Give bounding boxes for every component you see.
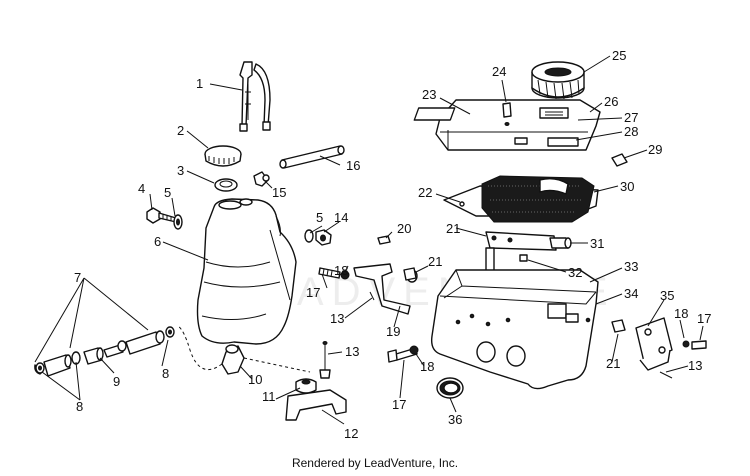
callout-5b: 5 bbox=[316, 210, 323, 225]
callout-28: 28 bbox=[624, 124, 638, 139]
callout-12: 12 bbox=[344, 426, 358, 441]
bolt-bracket bbox=[318, 267, 350, 280]
grommet-mid bbox=[403, 267, 417, 281]
bolt-left bbox=[146, 207, 177, 224]
callout-18a: 18 bbox=[334, 263, 348, 278]
callout-25: 25 bbox=[612, 48, 626, 63]
callout-35: 35 bbox=[660, 288, 674, 303]
callout-7: 7 bbox=[74, 270, 81, 285]
callout-36: 36 bbox=[448, 412, 462, 427]
fuel-hose bbox=[279, 145, 345, 169]
airbox-seal bbox=[436, 377, 464, 399]
callout-1: 1 bbox=[196, 76, 203, 91]
callout-16: 16 bbox=[346, 158, 360, 173]
callout-8b: 8 bbox=[162, 366, 169, 381]
callout-21a: 21 bbox=[428, 254, 442, 269]
callout-20: 20 bbox=[397, 221, 411, 236]
callout-6: 6 bbox=[154, 234, 161, 249]
side-plate bbox=[635, 317, 673, 371]
callout-17a: 17 bbox=[306, 285, 320, 300]
callout-33: 33 bbox=[624, 259, 638, 274]
callout-18b: 18 bbox=[420, 359, 434, 374]
inline-filter bbox=[34, 326, 175, 377]
callout-8a: 8 bbox=[76, 399, 83, 414]
callout-18c: 18 bbox=[674, 306, 688, 321]
callout-22: 22 bbox=[418, 185, 432, 200]
mount-line-dashed bbox=[243, 357, 311, 373]
fuel-line-dashed bbox=[177, 325, 223, 371]
callout-15: 15 bbox=[272, 185, 286, 200]
screw-center bbox=[319, 341, 331, 379]
callout-30: 30 bbox=[620, 179, 634, 194]
callout-14: 14 bbox=[334, 210, 348, 225]
callout-21c: 21 bbox=[606, 356, 620, 371]
callout-10: 10 bbox=[248, 372, 262, 387]
grommet-right bbox=[611, 319, 626, 333]
callout-13a: 13 bbox=[345, 344, 359, 359]
airbox-base bbox=[430, 269, 599, 390]
outlet-fitting bbox=[221, 344, 245, 375]
callout-labels: 1 2 3 4 5 5 6 7 8 8 9 10 11 12 13 13 13 … bbox=[74, 48, 711, 441]
callout-4: 4 bbox=[138, 181, 145, 196]
render-credit: Rendered by LeadVenture, Inc. bbox=[291, 456, 459, 470]
callout-2: 2 bbox=[177, 123, 184, 138]
washer-right bbox=[304, 229, 314, 243]
callout-9: 9 bbox=[113, 374, 120, 389]
bolt-right bbox=[659, 340, 707, 379]
callout-17c: 17 bbox=[697, 311, 711, 326]
foam-filter bbox=[481, 175, 595, 223]
airbox-lid bbox=[413, 99, 601, 151]
callout-21b: 21 bbox=[446, 221, 460, 236]
callout-31: 31 bbox=[590, 236, 604, 251]
leader-lines bbox=[34, 55, 704, 425]
callout-5a: 5 bbox=[164, 185, 171, 200]
callout-17b: 17 bbox=[392, 397, 406, 412]
callout-13c: 13 bbox=[688, 358, 702, 373]
screw-13b bbox=[369, 291, 375, 301]
callout-34: 34 bbox=[624, 286, 638, 301]
nut-right bbox=[315, 229, 332, 246]
callout-11: 11 bbox=[262, 389, 276, 404]
elbow-fitting bbox=[253, 171, 270, 187]
callout-24: 24 bbox=[492, 64, 506, 79]
callout-29: 29 bbox=[648, 142, 662, 157]
fuel-tank bbox=[196, 198, 297, 345]
callout-3: 3 bbox=[177, 163, 184, 178]
callout-26: 26 bbox=[604, 94, 618, 109]
bolt-lower bbox=[387, 345, 419, 363]
washer-left bbox=[173, 214, 183, 230]
callout-32: 32 bbox=[568, 265, 582, 280]
foam-filter-ring bbox=[531, 61, 585, 100]
grommet bbox=[377, 235, 391, 245]
mount-bracket bbox=[285, 378, 347, 421]
drain-fitting bbox=[611, 153, 628, 167]
clip bbox=[502, 102, 512, 126]
cap-gasket bbox=[214, 178, 238, 192]
tank-cap bbox=[204, 145, 242, 167]
callout-27: 27 bbox=[624, 110, 638, 125]
vent-hose bbox=[239, 61, 271, 132]
callout-13b: 13 bbox=[330, 311, 344, 326]
callout-23: 23 bbox=[422, 87, 436, 102]
callout-19: 19 bbox=[386, 324, 400, 339]
